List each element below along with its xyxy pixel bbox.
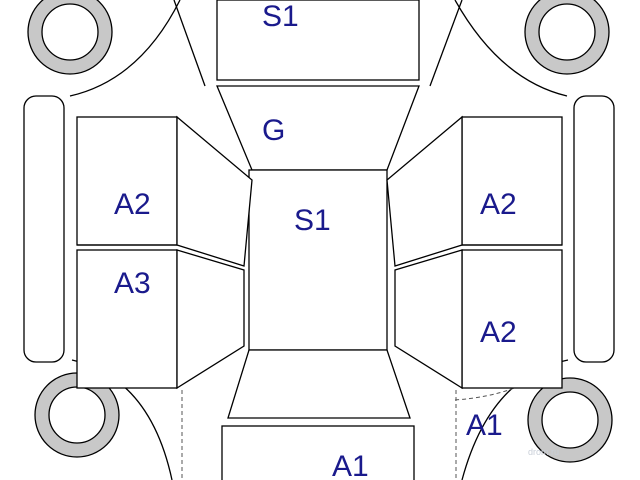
windshield-panel (216, 85, 420, 171)
label-roof: S1 (262, 0, 299, 33)
wheel-bottom-right (527, 377, 613, 463)
label-left-front-door: A2 (114, 188, 151, 221)
wheel-top-right (524, 0, 610, 75)
label-right-rear-corner: A1 (466, 409, 503, 442)
right-rear-glass (394, 249, 463, 390)
right-sill (573, 95, 615, 363)
label-front-bumper: A1 (332, 450, 369, 480)
left-front-door-panel (76, 116, 178, 246)
left-front-glass (176, 115, 253, 267)
label-right-rear-door: A2 (480, 316, 517, 349)
label-left-rear-door: A3 (114, 267, 151, 300)
left-rear-glass (176, 249, 245, 390)
body-outline (69, 0, 569, 480)
wheel-bottom-left (34, 372, 120, 458)
left-sill (23, 95, 65, 363)
left-rear-door-panel (76, 249, 178, 389)
front-bumper-panel (221, 425, 415, 480)
hood-panel (248, 169, 388, 351)
right-rear-door-panel (461, 249, 563, 389)
front-lower-panel (227, 349, 411, 419)
label-windshield: G (262, 114, 285, 147)
right-front-door-panel (461, 116, 563, 246)
right-front-glass (386, 115, 463, 267)
wheel-top-left (27, 0, 113, 75)
roof-panel (216, 0, 420, 81)
watermark: drom.ru (528, 447, 559, 457)
label-right-front-door: A2 (480, 188, 517, 221)
label-hood: S1 (294, 204, 331, 237)
